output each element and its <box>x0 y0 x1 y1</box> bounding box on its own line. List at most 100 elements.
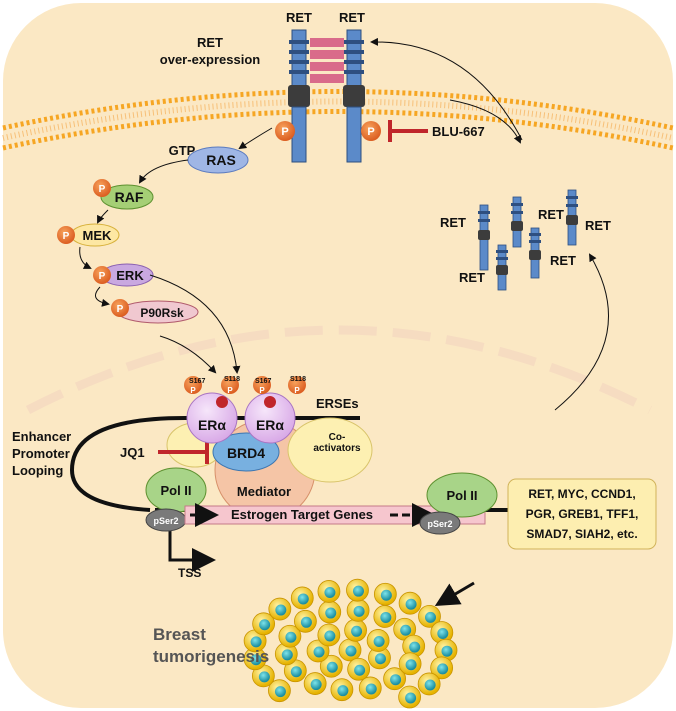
tumor-cell-nucleus <box>285 631 297 643</box>
arrow-erk-to-er <box>149 274 241 374</box>
tumor-cell-nucleus <box>400 624 412 636</box>
gene-list-line2: PGR, GREB1, TFF1, <box>526 507 639 521</box>
tumor-cell-nucleus <box>424 611 436 623</box>
er-alpha-left-label: ERα <box>198 417 226 433</box>
free-ret-label-5: RET <box>550 253 576 268</box>
membrane-insertion-arrow <box>370 37 523 141</box>
target-genes-label: Estrogen Target Genes <box>231 507 373 522</box>
tumor-cell-nucleus <box>259 619 271 631</box>
coactivators-label-line1: Co- <box>329 432 346 443</box>
coactivators-label-line2: activators <box>313 443 361 454</box>
gene-list-line3: SMAD7, SIAH2, etc. <box>526 527 637 541</box>
target-gene-box <box>507 478 657 550</box>
site-s118-left: S118 <box>224 376 240 383</box>
tumor-cell-nucleus <box>374 653 386 665</box>
tumor-cell-nucleus <box>326 661 338 673</box>
pol2-right <box>426 472 498 518</box>
svg-text:P: P <box>117 304 124 315</box>
tumor-cell-nucleus <box>300 616 312 628</box>
phospho-s118-right: P <box>294 386 300 395</box>
raf-node: P <box>93 179 154 210</box>
tumor-cell-nucleus <box>274 686 286 698</box>
arrow-ret-to-ras <box>238 127 273 150</box>
phospho-s167-right: P <box>259 386 265 395</box>
tumor-cell-nucleus <box>441 645 453 657</box>
nuclear-envelope <box>25 325 653 415</box>
looping-label-line2: Promoter <box>12 446 70 461</box>
tumor-cell-nucleus <box>297 593 309 605</box>
svg-text:P: P <box>281 126 288 138</box>
phospho-s167-left: P <box>190 386 196 395</box>
gtp-label: GTP <box>169 143 196 158</box>
pser2-right-label: pSer2 <box>427 519 452 529</box>
jq1-inhibition-bar <box>158 440 209 464</box>
site-s167-right: S167 <box>255 378 271 385</box>
arrow-p90rsk-to-er <box>159 335 217 374</box>
dna-loop <box>69 416 360 512</box>
free-ret-label-1: RET <box>440 215 466 230</box>
tumor-cell-nucleus <box>373 635 385 647</box>
site-s167-left: S167 <box>189 378 205 385</box>
tumor-cell-nucleus <box>250 636 262 648</box>
tumor-cell-nucleus <box>365 683 377 695</box>
overexpression-label-line1: RET <box>197 35 223 50</box>
tumor-cell-nucleus <box>437 627 449 639</box>
outcome-label-line1: Breast <box>153 625 206 644</box>
svg-text:P: P <box>367 126 374 138</box>
mek-node: P <box>57 223 120 247</box>
tumor-cell-nucleus <box>351 625 363 637</box>
pser2-left-label: pSer2 <box>153 516 178 526</box>
ret-receptor-right-label: RET <box>339 10 365 25</box>
mediator-label: Mediator <box>237 484 291 499</box>
arrow-erk-to-p90rsk <box>95 286 110 307</box>
pser2-right <box>419 511 461 535</box>
tumor-cell-nucleus <box>324 586 336 598</box>
nuclear-export-arrow <box>554 253 609 411</box>
cell-membrane <box>2 89 674 151</box>
free-ret-label-4: RET <box>585 218 611 233</box>
erk-label: ERK <box>116 268 144 283</box>
p90rsk-node: P <box>111 299 199 324</box>
brd4-node <box>212 432 280 472</box>
tumor-cell-nucleus <box>380 611 392 623</box>
svg-text:P: P <box>63 231 70 242</box>
svg-text:P: P <box>99 271 106 282</box>
arrow-raf-to-mek <box>97 209 109 224</box>
ras-label: RAS <box>206 152 236 168</box>
pol2-left-label: Pol II <box>160 483 191 498</box>
svg-text:P: P <box>99 184 106 195</box>
phospho-s118-left: P <box>227 386 233 395</box>
arrow-to-tumor <box>434 581 475 607</box>
membrane-arrow-down <box>449 99 522 144</box>
jq1-label: JQ1 <box>120 445 145 460</box>
tumor-cell-nucleus <box>405 692 417 704</box>
er-alpha-dimer <box>184 376 306 444</box>
tumor-cell-nucleus <box>337 685 349 697</box>
tumor-cell-nucleus <box>354 664 366 676</box>
arrow-ras-to-raf <box>138 159 189 184</box>
tumor-cell-nucleus <box>380 589 392 601</box>
mek-label: MEK <box>83 228 113 243</box>
site-s118-right: S118 <box>290 376 306 383</box>
pol2-right-label: Pol II <box>446 488 477 503</box>
gene-list-line1: RET, MYC, CCND1, <box>528 487 635 501</box>
tumor-cell-nucleus <box>345 645 357 657</box>
tumor-cell-nucleus <box>353 605 365 617</box>
tumor-cell-cluster <box>243 578 458 709</box>
free-ret-receptors <box>478 189 578 291</box>
tumor-cell-nucleus <box>325 607 337 619</box>
transcript-bar <box>184 505 486 525</box>
p90rsk-label: P90Rsk <box>140 306 184 320</box>
tumor-cell-nucleus <box>405 598 417 610</box>
tumor-cell-nucleus <box>405 659 417 671</box>
phospho-receptor-right: P <box>361 121 381 141</box>
tumor-cell-nucleus <box>324 630 336 642</box>
tss-label: TSS <box>178 566 201 580</box>
erses-label: ERSEs <box>316 396 359 411</box>
raf-label: RAF <box>115 189 144 205</box>
coactivators-blob <box>287 417 373 483</box>
blu667-label: BLU-667 <box>432 124 485 139</box>
tumor-cell-nucleus <box>310 679 322 691</box>
